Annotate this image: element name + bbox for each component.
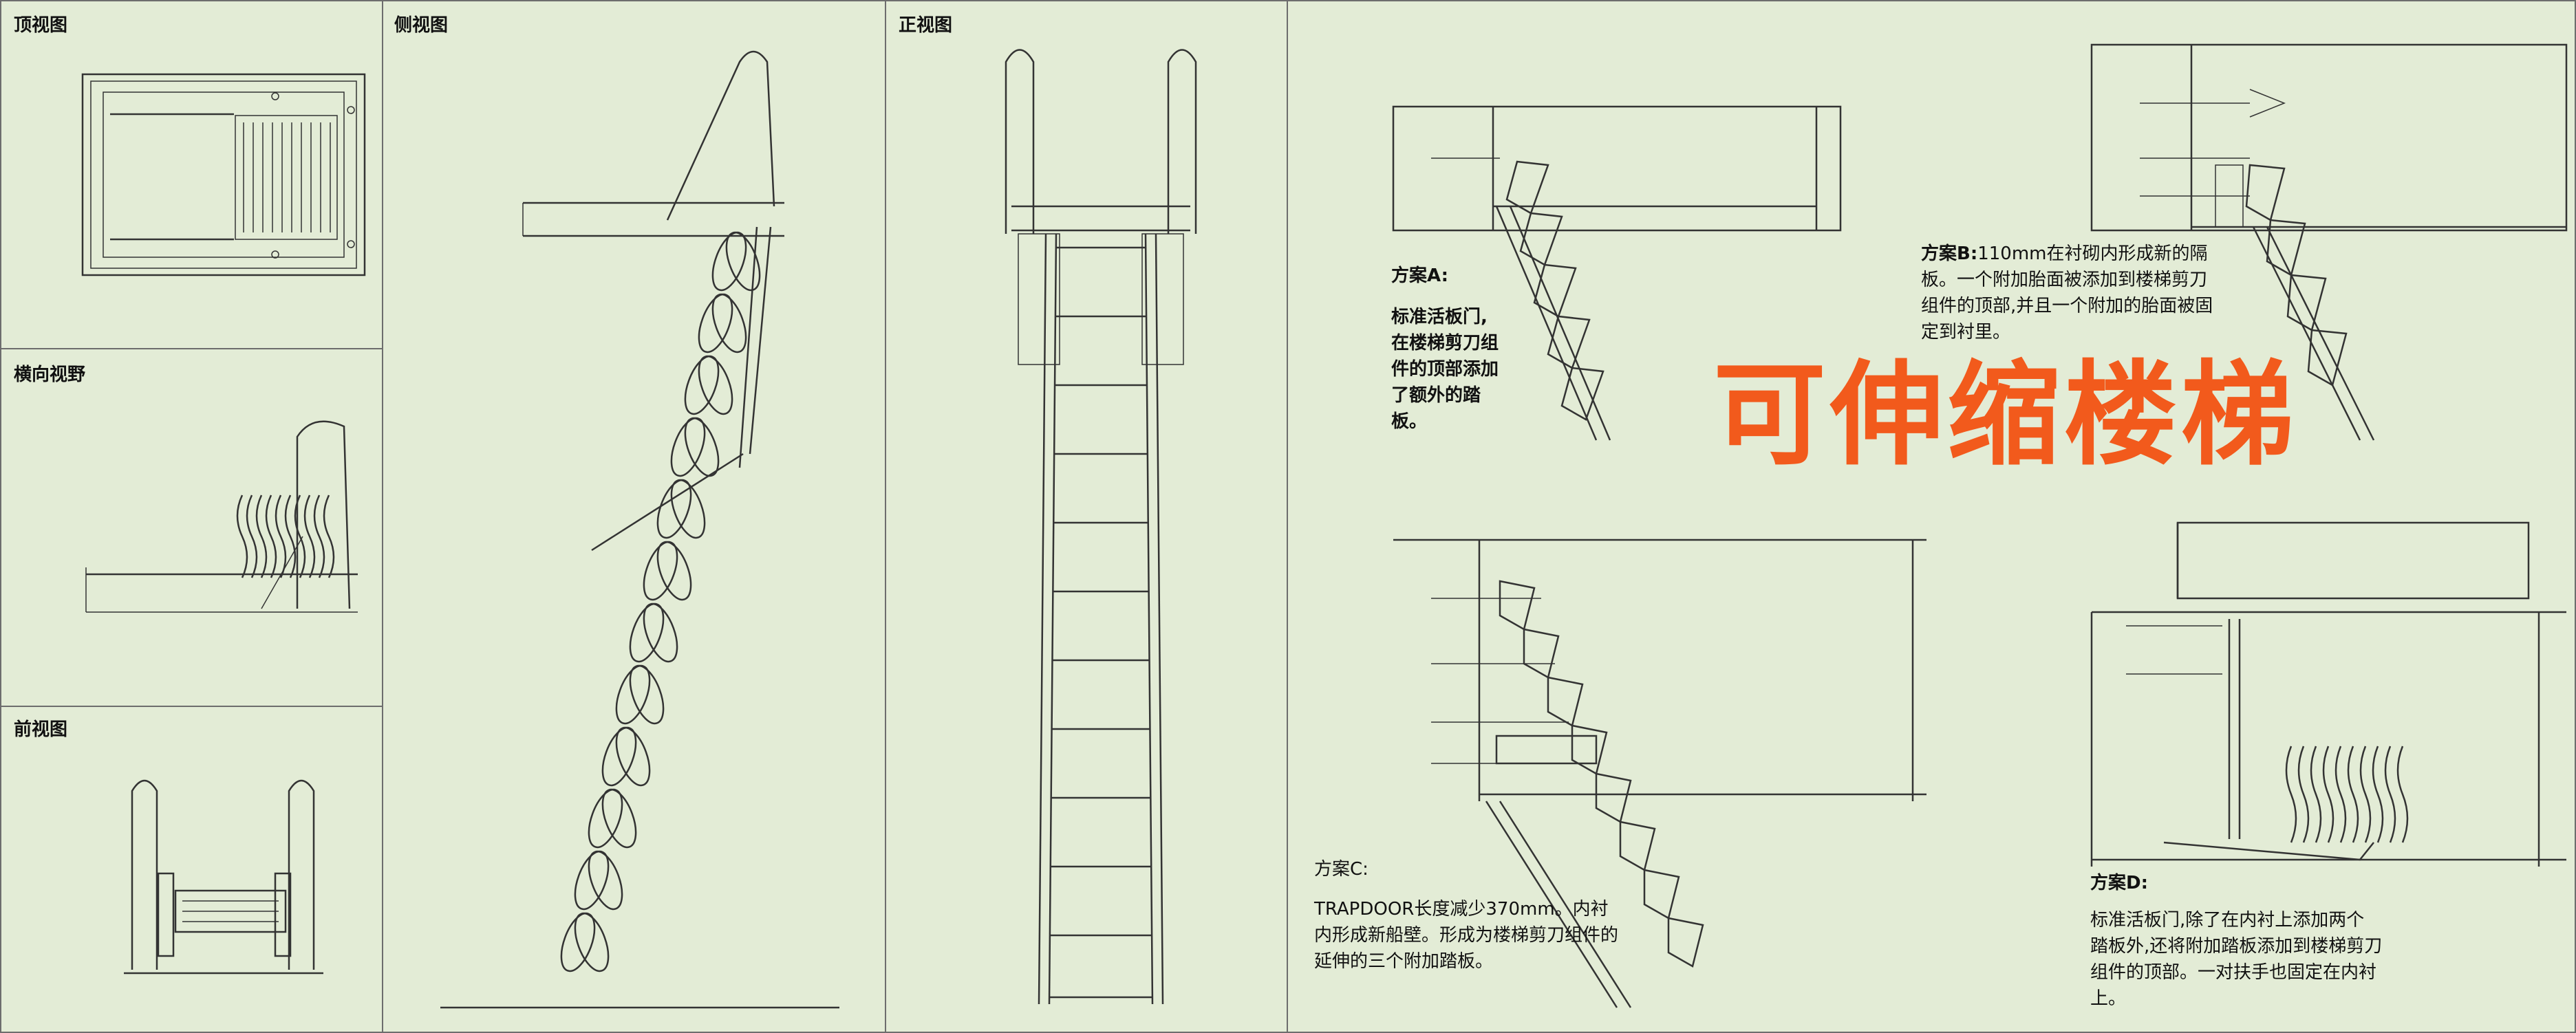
plan-c-line: 内形成新船壁。形成为楼梯剪刀组件的	[1314, 925, 1619, 946]
plan-a-line: 板。	[1391, 411, 1428, 432]
plan-b-line: 定到衬里。	[1921, 322, 2011, 342]
plan-a-label: 方案A:	[1391, 265, 1449, 286]
plan-a-note: 方案A: 标准活板门, 在楼梯剪刀组 件的顶部添加 了额外的踏 板。	[1391, 263, 1499, 435]
side-view-drawing	[440, 50, 839, 1009]
plan-b-scissor	[2245, 164, 2348, 387]
plan-b-label: 方案B:	[1921, 243, 1978, 264]
front-view-treads	[1049, 246, 1152, 999]
plan-d-line: 上。	[2090, 988, 2127, 1009]
plan-c-label: 方案C:	[1314, 859, 1368, 880]
plan-b-line: 板。一个附加胎面被添加到楼梯剪刀	[1921, 270, 2208, 290]
plan-d-label: 方案D:	[2090, 873, 2148, 893]
front-small-view-drawing	[124, 779, 323, 975]
lateral-view-folded-scissors	[236, 494, 335, 578]
top-view-title: 顶视图	[14, 15, 68, 36]
plan-b-line: 组件的顶部,并且一个附加的胎面被固	[1921, 296, 2213, 316]
top-view-drawing	[81, 73, 366, 276]
side-view-title: 侧视图	[394, 15, 449, 36]
side-view-scissor-links	[560, 231, 761, 972]
plan-d-line: 组件的顶部。一对扶手也固定在内衬	[2090, 962, 2377, 983]
plan-a-drawing	[1392, 105, 1842, 441]
top-view-treads	[243, 122, 331, 232]
plan-b-line: 110mm在衬砌内形成新的隔	[1977, 243, 2208, 264]
front-view-drawing	[1005, 49, 1197, 1005]
plan-a-scissor	[1505, 160, 1604, 421]
plan-b-note: 方案B:110mm在衬砌内形成新的隔 板。一个附加胎面被添加到楼梯剪刀 组件的顶…	[1921, 241, 2213, 345]
plan-c-drawing	[1393, 539, 1926, 1008]
plan-a-line: 了额外的踏	[1391, 385, 1481, 406]
plan-a-line: 标准活板门,	[1391, 307, 1488, 327]
plan-d-line: 踏板外,还将附加踏板添加到楼梯剪刀	[2090, 936, 2383, 957]
plan-d-drawing	[2090, 521, 2566, 867]
plan-d-note: 方案D: 标准活板门,除了在内衬上添加两个 踏板外,还将附加踏板添加到楼梯剪刀 …	[2090, 870, 2382, 1012]
front-view-title: 正视图	[899, 15, 953, 36]
front-small-tread-dots	[182, 900, 279, 922]
plan-a-line: 在楼梯剪刀组	[1391, 333, 1499, 354]
plans-panel	[1287, 0, 2576, 1033]
plan-d-folded-scissors	[2285, 746, 2409, 843]
plan-d-line: 标准活板门,除了在内衬上添加两个	[2090, 910, 2365, 931]
plan-a-line: 件的顶部添加	[1391, 359, 1499, 380]
plan-c-line: TRAPDOOR长度减少370mm。内衬	[1314, 899, 1609, 920]
lateral-view-drawing	[85, 420, 358, 613]
lateral-view-title: 横向视野	[14, 365, 86, 385]
plan-c-line: 延伸的三个附加踏板。	[1314, 951, 1494, 972]
plan-c-scissor	[1499, 580, 1704, 968]
plan-b-drawing	[2090, 43, 2568, 441]
plan-c-note: 方案C: TRAPDOOR长度减少370mm。内衬 内形成新船壁。形成为楼梯剪刀…	[1314, 856, 1618, 975]
main-title: 可伸缩楼梯	[1713, 349, 2299, 481]
front-small-view-title: 前视图	[14, 719, 68, 740]
